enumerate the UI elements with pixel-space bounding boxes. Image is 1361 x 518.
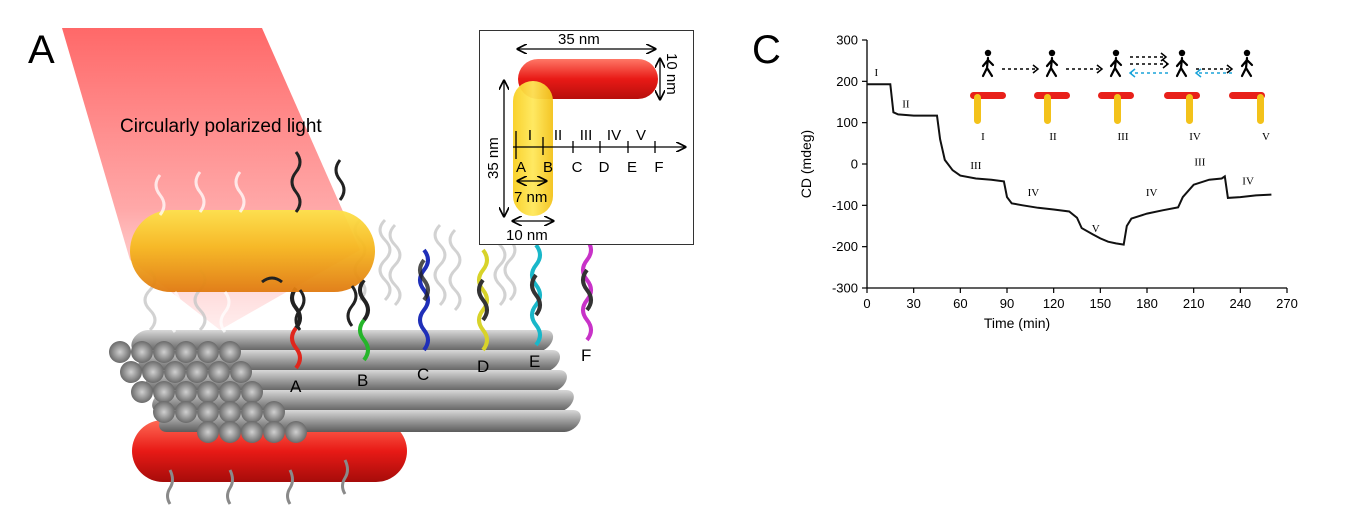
stage-annotation: III: [1194, 157, 1205, 169]
stage-annotation: III: [970, 160, 981, 172]
y-tick-label: 200: [836, 74, 858, 89]
walker-icon: [981, 49, 995, 78]
stage-label: III: [1118, 131, 1129, 143]
site-label-a: A: [516, 159, 526, 176]
strand-site-a: [290, 286, 302, 370]
x-tick-label: 30: [906, 296, 920, 311]
strand-site-e: [530, 243, 542, 347]
strand-site-b: [358, 278, 370, 362]
stage-annotation: I: [874, 67, 878, 79]
bottom-width-label: 10 nm: [506, 227, 548, 243]
x-tick-label: 240: [1229, 296, 1251, 311]
y-tick-label: 300: [836, 33, 858, 48]
strand-a: [290, 326, 302, 370]
strand-label-a: A: [290, 377, 302, 396]
y-tick-label: -100: [832, 198, 858, 213]
walker-icon: [1045, 49, 1059, 78]
geometry-inset-drawing: 35 nm 10 nm 35 nm I II III IV V A B C D …: [485, 31, 692, 244]
strand-label-f: F: [581, 346, 591, 365]
side-length-label: 35 nm: [485, 137, 502, 179]
walker-stage-3: III: [1098, 49, 1134, 143]
y-axis-title: CD (mdeg): [798, 130, 814, 198]
stage-yellow-rod: [1044, 94, 1051, 124]
x-tick-label: 120: [1043, 296, 1065, 311]
walker-icon: [1109, 49, 1123, 78]
site-label-d: D: [599, 159, 610, 176]
station-label-4: IV: [607, 127, 621, 144]
x-tick-label: 0: [863, 296, 870, 311]
walker-icon: [1240, 49, 1254, 78]
stage-yellow-rod: [974, 94, 981, 124]
walker-stage-2: II: [1034, 49, 1070, 143]
top-length-label: 35 nm: [558, 31, 600, 48]
cd-series-line: [867, 83, 1272, 246]
stage-yellow-rod: [1114, 94, 1121, 124]
stage-label: I: [981, 131, 985, 143]
walker-stage-1: I: [970, 49, 1006, 143]
site-label-f: F: [654, 159, 663, 176]
stage-annotation: IV: [1028, 187, 1040, 199]
stage-label: V: [1262, 131, 1270, 143]
stage-red-rod: [1164, 92, 1200, 99]
strand-label-e: E: [529, 352, 540, 371]
station-label-5: V: [636, 127, 646, 144]
strand-site-d: [477, 248, 489, 352]
x-tick-label: 150: [1089, 296, 1111, 311]
inset-red-rod: [518, 59, 658, 99]
panel-letter-c: C: [752, 28, 781, 72]
stage-annotation: IV: [1242, 176, 1254, 188]
strand-site-c: [418, 248, 430, 352]
station-label-1: I: [528, 127, 532, 144]
walker-stage-5: V: [1229, 49, 1270, 143]
stage-yellow-rod: [1186, 94, 1193, 124]
site-label-b: B: [543, 159, 553, 176]
rod-diameter-label: 10 nm: [663, 53, 680, 95]
x-tick-label: 270: [1276, 296, 1298, 311]
stage-red-rod: [1034, 92, 1070, 99]
strand-d: [477, 248, 489, 352]
station-label-3: III: [580, 127, 593, 144]
stage-annotation: II: [902, 98, 910, 110]
strand-e: [530, 243, 542, 347]
strand-b: [358, 318, 370, 362]
y-tick-label: 100: [836, 115, 858, 130]
strand-site-f: [581, 238, 593, 342]
light-label: Circularly polarized light: [120, 116, 322, 137]
strand-label-c: C: [417, 365, 429, 384]
site-label-e: E: [627, 159, 637, 176]
walker-icon: [1175, 49, 1189, 78]
nanostructure-scene: A B C D E F: [62, 28, 593, 505]
panel-letter-a: A: [28, 28, 55, 72]
dna-origami-bundle: [109, 330, 581, 443]
y-tick-label: 0: [851, 157, 858, 172]
strand-c: [418, 248, 430, 352]
yellow-nanorod: [130, 151, 375, 333]
stage-yellow-rod: [1257, 94, 1264, 124]
walker-stage-4: IV: [1164, 49, 1201, 143]
y-tick-label: -200: [832, 239, 858, 254]
x-tick-label: 90: [1000, 296, 1014, 311]
strand-label-b: B: [357, 371, 368, 390]
stage-red-rod: [1229, 92, 1265, 99]
y-tick-label: -300: [832, 281, 858, 296]
cd-chart: 300 200 100 0 -100 -200 -300 0 30 60 90 120 150 180 2…: [798, 33, 1298, 332]
strand-f: [581, 238, 593, 342]
x-axis-title: Time (min): [984, 315, 1050, 331]
stage-annotation: V: [1092, 223, 1100, 235]
x-tick-label: 60: [953, 296, 967, 311]
step-label: 7 nm: [514, 189, 547, 206]
strand-label-d: D: [477, 357, 489, 376]
stage-annotation: IV: [1146, 187, 1158, 199]
geometry-inset: 35 nm 10 nm 35 nm I II III IV V A B C D …: [479, 30, 694, 245]
site-label-c: C: [572, 159, 583, 176]
stage-label: IV: [1189, 131, 1201, 143]
x-tick-label: 180: [1136, 296, 1158, 311]
stage-label: II: [1049, 131, 1057, 143]
x-tick-label: 210: [1183, 296, 1205, 311]
station-label-2: II: [554, 127, 562, 144]
